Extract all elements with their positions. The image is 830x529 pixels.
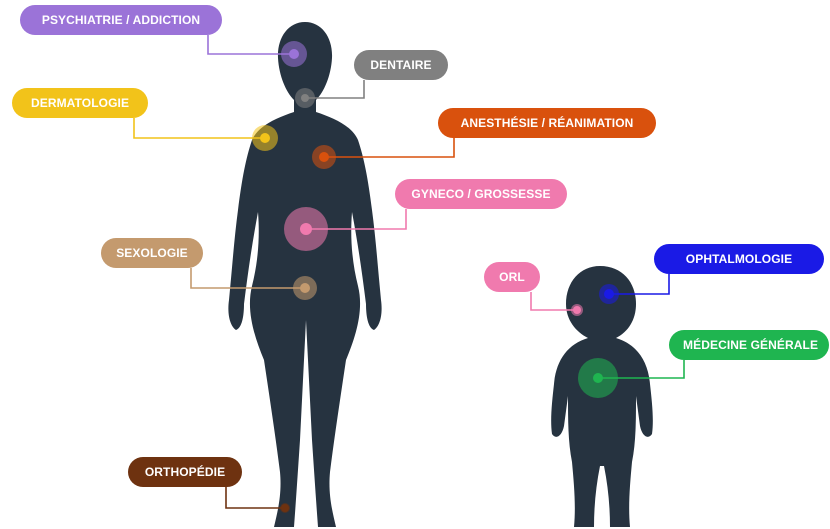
marker-dot-sexologie[interactable] (300, 283, 310, 293)
label-ophtalmologie[interactable]: OPHTALMOLOGIE (654, 244, 824, 274)
label-orthopedie[interactable]: ORTHOPÉDIE (128, 457, 242, 487)
marker-dot-dermatologie[interactable] (260, 133, 270, 143)
label-psychiatrie[interactable]: PSYCHIATRIE / ADDICTION (20, 5, 222, 35)
label-orl[interactable]: ORL (484, 262, 540, 292)
connector-dermatologie (134, 118, 265, 138)
label-dermatologie[interactable]: DERMATOLOGIE (12, 88, 148, 118)
label-sexologie[interactable]: SEXOLOGIE (101, 238, 203, 268)
marker-dot-anesthesie[interactable] (319, 152, 329, 162)
label-dentaire[interactable]: DENTAIRE (354, 50, 448, 80)
label-gyneco[interactable]: GYNECO / GROSSESSE (395, 179, 567, 209)
marker-dot-psychiatrie[interactable] (289, 49, 299, 59)
label-anesthesie[interactable]: ANESTHÉSIE / RÉANIMATION (438, 108, 656, 138)
marker-dot-ophtalmologie[interactable] (604, 289, 614, 299)
marker-dot-gyneco[interactable] (300, 223, 312, 235)
label-medecine[interactable]: MÉDECINE GÉNÉRALE (669, 330, 829, 360)
connector-orthopedie (226, 487, 285, 508)
marker-dot-orl[interactable] (573, 306, 581, 314)
marker-dot-medecine[interactable] (593, 373, 603, 383)
marker-dot-dentaire[interactable] (301, 94, 309, 102)
marker-dot-orthopedie[interactable] (281, 504, 289, 512)
